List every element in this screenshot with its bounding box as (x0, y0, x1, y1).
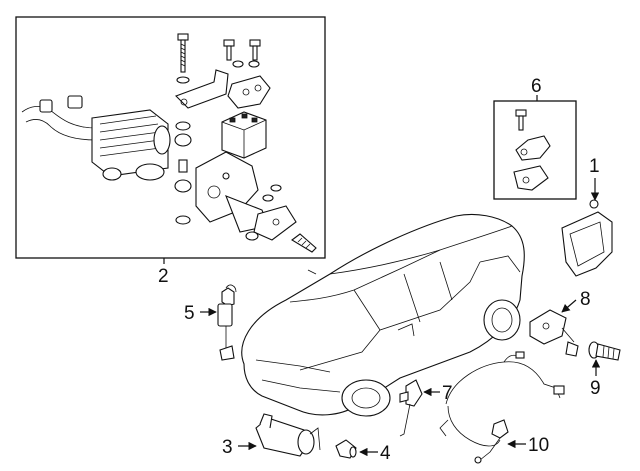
callout-9: 9 (590, 378, 601, 399)
callout-3: 3 (222, 437, 233, 458)
sensor-bracket-kit-box (493, 95, 577, 200)
height-sensor-icon (217, 284, 237, 361)
long-bolt-icon (176, 33, 190, 84)
callout-7: 7 (442, 383, 453, 404)
air-compressor-icon (21, 95, 171, 181)
mounting-bolt-icon (588, 341, 621, 361)
callout-5: 5 (184, 303, 195, 324)
compressor-assembly-box (15, 16, 326, 259)
washer-icon (174, 60, 260, 225)
callout-6: 6 (531, 76, 542, 97)
upper-bracket-icon (175, 69, 271, 109)
screw-icon (291, 233, 317, 253)
bracket-bolt-icon (513, 109, 551, 191)
rear-height-sensor-icon (399, 379, 423, 437)
level-sensor-icon (529, 309, 579, 357)
control-module-icon (561, 199, 613, 277)
dryer-canister-icon (255, 413, 321, 457)
small-bolt-icon (223, 39, 261, 61)
callout-2: 2 (158, 266, 169, 287)
sedan-car-icon (241, 213, 525, 417)
callout-8: 8 (580, 289, 591, 310)
lower-bracket-icon (195, 151, 297, 241)
callout-10: 10 (528, 435, 549, 456)
callout-4: 4 (380, 443, 391, 464)
callout-1: 1 (589, 156, 600, 177)
fitting-icon (335, 439, 357, 459)
wiring-harness-icon (439, 351, 565, 464)
valve-block-icon (221, 111, 267, 159)
